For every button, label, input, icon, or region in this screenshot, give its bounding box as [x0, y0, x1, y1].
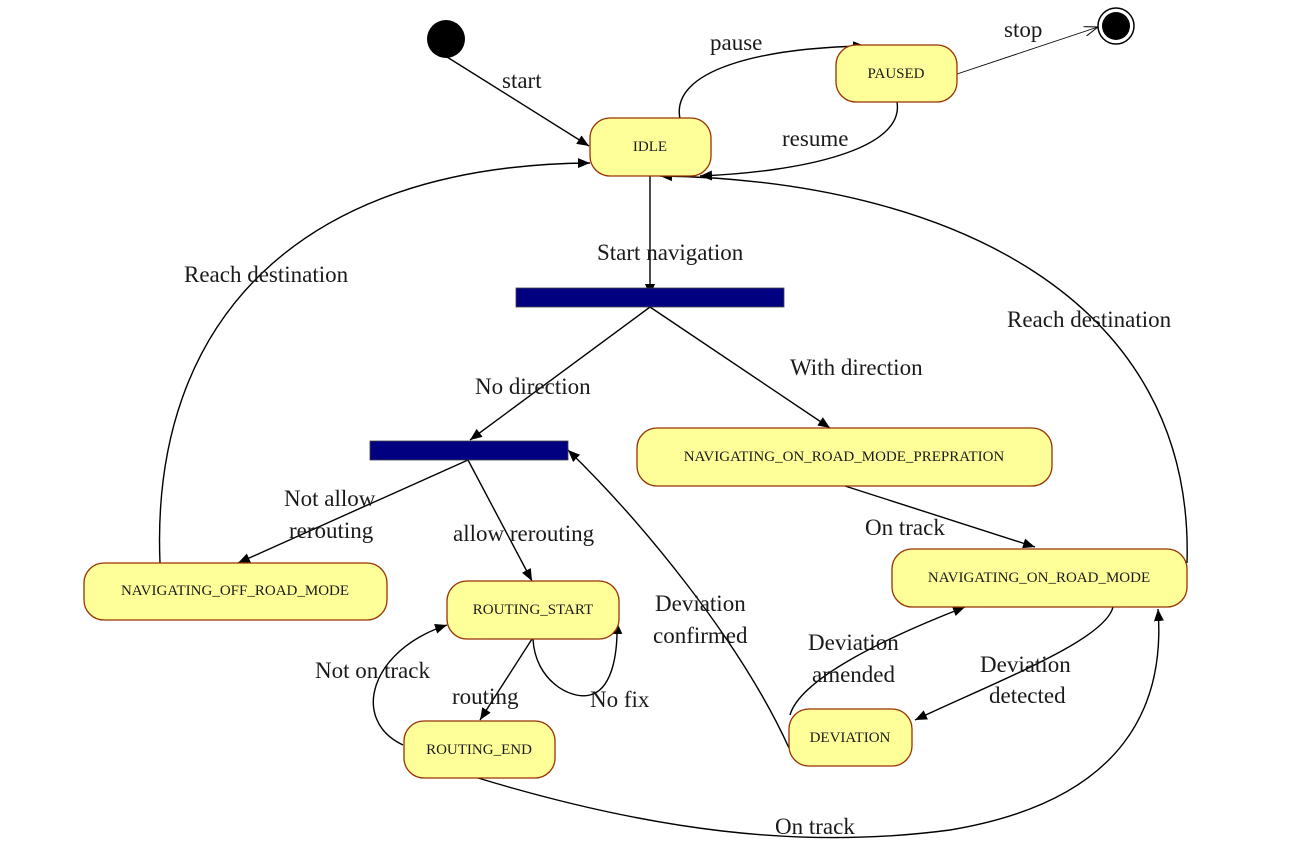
edge-with-direction: [649, 306, 831, 429]
label-start-navigation: Start navigation: [597, 240, 744, 265]
edges: [158, 27, 1188, 839]
label-reach-destination-left: Reach destination: [184, 262, 349, 287]
edge-no-direction: [469, 306, 651, 441]
edge-start: [446, 56, 590, 147]
edge-not-allow-rerouting: [237, 459, 469, 564]
state-deviation[interactable]: DEVIATION: [788, 708, 913, 767]
label-resume: resume: [782, 126, 848, 151]
state-nav-on-road-label: NAVIGATING_ON_ROAD_MODE: [928, 570, 1150, 586]
state-routing-start[interactable]: ROUTING_START: [446, 580, 620, 640]
edge-routing: [479, 638, 533, 721]
label-no-direction: No direction: [475, 374, 591, 399]
label-deviation-detected-2: detected: [989, 683, 1066, 708]
state-nav-prep[interactable]: NAVIGATING_ON_ROAD_MODE_PREPRATION: [636, 427, 1053, 487]
state-routing-end-label: ROUTING_END: [426, 742, 532, 758]
label-routing: routing: [452, 684, 519, 709]
final-node: [1097, 7, 1135, 45]
edge-reach-destination-left: [158, 158, 591, 564]
label-not-on-track: Not on track: [315, 658, 430, 683]
label-start: start: [502, 68, 542, 93]
label-allow-rerouting: allow rerouting: [453, 521, 595, 546]
edge-resume: [699, 101, 898, 181]
label-pause: pause: [710, 30, 762, 55]
label-deviation-detected-1: Deviation: [980, 652, 1071, 677]
label-deviation-confirmed-1: Deviation: [655, 591, 746, 616]
state-paused[interactable]: PAUSED: [835, 44, 958, 103]
state-nav-on-road[interactable]: NAVIGATING_ON_ROAD_MODE: [891, 548, 1188, 608]
label-stop: stop: [1004, 17, 1042, 42]
label-reach-destination-right: Reach destination: [1007, 307, 1172, 332]
edge-on-track-prep: [844, 485, 1036, 549]
label-deviation-amended-2: amended: [812, 662, 896, 687]
edge-allow-rerouting: [467, 459, 533, 582]
edge-not-on-track: [372, 623, 448, 746]
state-nav-off-road-label: NAVIGATING_OFF_ROAD_MODE: [121, 583, 349, 599]
label-deviation-confirmed-2: confirmed: [653, 623, 748, 648]
label-deviation-amended-1: Deviation: [808, 630, 899, 655]
label-no-fix: No fix: [590, 687, 650, 712]
fork-bar-navigation: [515, 287, 785, 308]
state-nav-prep-label: NAVIGATING_ON_ROAD_MODE_PREPRATION: [684, 449, 1005, 465]
label-with-direction: With direction: [790, 355, 923, 380]
initial-node: [427, 20, 465, 58]
edge-deviation-confirmed: [567, 449, 790, 749]
state-idle[interactable]: IDLE: [589, 117, 712, 177]
edge-deviation-amended: [789, 606, 966, 716]
state-deviation-label: DEVIATION: [810, 730, 891, 746]
state-paused-label: PAUSED: [868, 66, 925, 82]
fork-bar-rerouting: [369, 440, 569, 461]
edge-stop: [956, 27, 1098, 75]
edge-labels: start pause resume stop Start navigation…: [184, 17, 1172, 839]
state-idle-label: IDLE: [633, 139, 667, 155]
edge-reach-destination-right: [659, 171, 1188, 564]
edge-on-track-bottom: [477, 608, 1164, 839]
edge-deviation-detected: [914, 606, 1114, 721]
label-on-track-bottom: On track: [775, 814, 855, 839]
state-routing-start-label: ROUTING_START: [473, 602, 593, 618]
state-nav-off-road[interactable]: NAVIGATING_OFF_ROAD_MODE: [83, 562, 388, 621]
label-not-allow-2: rerouting: [289, 518, 374, 543]
edge-no-fix: [532, 621, 623, 697]
label-not-allow-1: Not allow: [284, 486, 376, 511]
state-routing-end[interactable]: ROUTING_END: [403, 720, 556, 779]
edge-pause: [678, 41, 866, 120]
label-on-track-prep: On track: [865, 515, 945, 540]
